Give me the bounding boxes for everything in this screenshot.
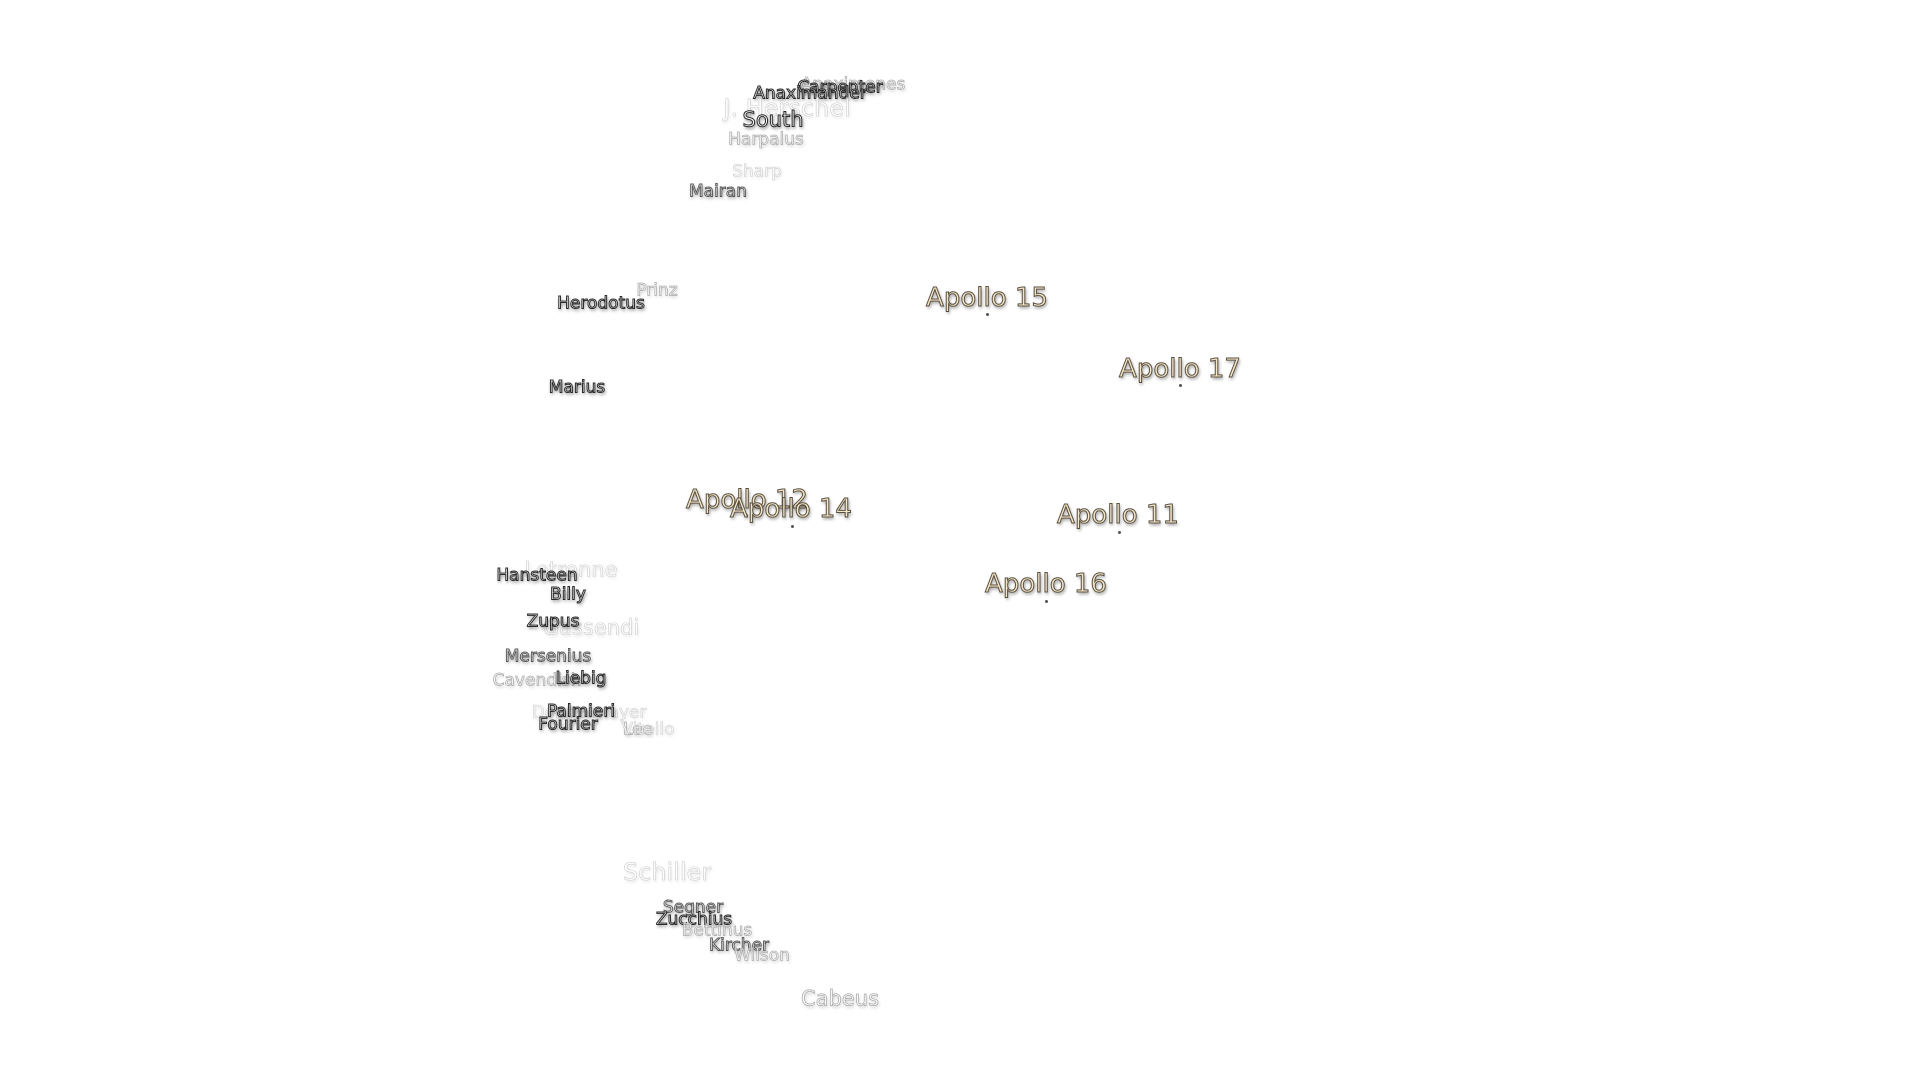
crater-label-marius[interactable]: Marius: [548, 377, 606, 398]
apollo-17-site-marker[interactable]: [1179, 384, 1182, 387]
crater-label-liebig[interactable]: Liebig: [555, 668, 607, 689]
apollo-14-site-marker[interactable]: [791, 525, 794, 528]
crater-label-prinz[interactable]: Prinz: [636, 280, 678, 301]
crater-label-harpalus[interactable]: Harpalus: [728, 129, 804, 150]
crater-label-kircher[interactable]: Kircher: [708, 935, 770, 956]
apollo-site-label-15[interactable]: Apollo 15: [926, 283, 1049, 313]
apollo-12-site-marker[interactable]: [745, 514, 748, 517]
crater-label-mersenius[interactable]: Mersenius: [504, 646, 592, 667]
crater-label-cavendish[interactable]: Cavendish: [492, 670, 582, 691]
crater-label-palmieri[interactable]: Palmieri: [546, 701, 616, 722]
crater-label-carpenter[interactable]: Carpenter: [797, 77, 883, 98]
crater-label-zupus[interactable]: Zupus: [526, 611, 580, 632]
apollo-site-label-17[interactable]: Apollo 17: [1119, 354, 1242, 384]
crater-label-anaximander[interactable]: Anaximander: [753, 83, 868, 104]
apollo-site-label-12[interactable]: Apollo 12: [686, 485, 809, 515]
crater-label-wilson[interactable]: Wilson: [734, 945, 791, 966]
crater-label-anaximenes[interactable]: Anaximenes: [800, 74, 906, 95]
crater-label-zucchius[interactable]: Zucchius: [655, 909, 733, 930]
crater-label-bettinus[interactable]: Bettinus: [681, 920, 753, 941]
apollo-site-label-14[interactable]: Apollo 14: [730, 494, 853, 524]
crater-label-herodotus[interactable]: Herodotus: [557, 293, 646, 314]
apollo-site-label-16[interactable]: Apollo 16: [985, 569, 1108, 599]
crater-label-lee[interactable]: Lee: [622, 719, 654, 740]
crater-label-j-herschel[interactable]: J. Herschel: [723, 94, 851, 122]
crater-label-billy[interactable]: Billy: [550, 584, 587, 605]
crater-label-segner[interactable]: Segner: [662, 897, 724, 918]
crater-label-sharp[interactable]: Sharp: [732, 161, 782, 182]
apollo-11-site-marker[interactable]: [1118, 531, 1121, 534]
crater-label-vitello[interactable]: Vitello: [621, 719, 675, 740]
crater-label-hansteen[interactable]: Hansteen: [496, 565, 578, 586]
apollo-16-site-marker[interactable]: [1045, 600, 1048, 603]
crater-label-mairan[interactable]: Mairan: [689, 181, 748, 202]
crater-label-gassendi[interactable]: Gassendi: [542, 615, 640, 640]
apollo-15-site-marker[interactable]: [986, 313, 989, 316]
crater-label-south[interactable]: South: [742, 107, 804, 132]
apollo-site-label-11[interactable]: Apollo 11: [1057, 500, 1180, 530]
crater-label-schiller[interactable]: Schiller: [622, 858, 712, 886]
crater-label-fourier[interactable]: Fourier: [538, 714, 599, 735]
crater-label-cabeus[interactable]: Cabeus: [800, 986, 880, 1011]
crater-label-doppelmayer[interactable]: Doppelmayer: [531, 702, 647, 723]
crater-label-letronne[interactable]: Letronne: [524, 557, 618, 582]
